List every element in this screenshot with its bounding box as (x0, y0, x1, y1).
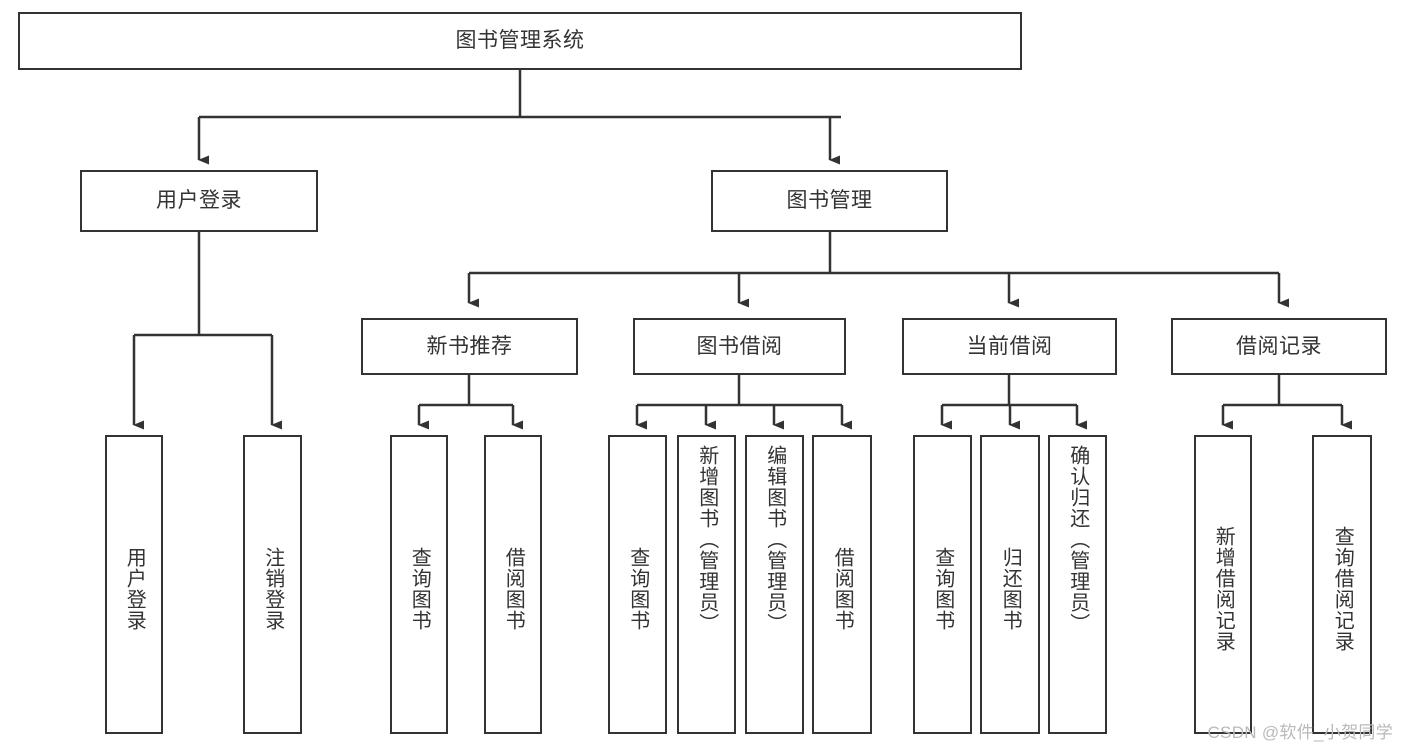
node-new-book-recommend-label: 新书推荐 (426, 334, 513, 358)
node-leaf-borrow-book-2-label: 借阅图书 (831, 546, 854, 631)
node-leaf-query-book-3[interactable]: 查询图书 (913, 435, 972, 734)
node-leaf-add-record-label: 新增借阅记录 (1212, 525, 1235, 652)
node-leaf-borrow-book-1-label: 借阅图书 (502, 546, 525, 631)
node-root-label: 图书管理系统 (455, 29, 585, 53)
node-leaf-query-book-1-label: 查询图书 (408, 546, 431, 631)
node-leaf-query-book-1[interactable]: 查询图书 (390, 435, 448, 734)
node-leaf-query-book-2-label: 查询图书 (626, 546, 649, 631)
node-leaf-add-book-label: 新增图书（管理员） (695, 445, 718, 634)
node-leaf-query-book-3-label: 查询图书 (931, 546, 954, 631)
node-book-borrow-label: 图书借阅 (696, 334, 783, 358)
node-leaf-query-book-2[interactable]: 查询图书 (608, 435, 667, 734)
node-leaf-query-record-label: 查询借阅记录 (1331, 525, 1354, 652)
node-borrow-record-label: 借阅记录 (1236, 334, 1322, 358)
node-leaf-return-book-label: 归还图书 (999, 546, 1022, 631)
node-book-manage[interactable]: 图书管理 (711, 170, 948, 232)
node-leaf-user-logout-label: 注销登录 (261, 546, 284, 631)
node-leaf-edit-book[interactable]: 编辑图书（管理员） (745, 435, 804, 734)
node-current-borrow[interactable]: 当前借阅 (902, 318, 1117, 375)
node-leaf-user-login-label: 用户登录 (123, 546, 146, 631)
node-book-manage-label: 图书管理 (786, 189, 873, 213)
node-leaf-confirm-return-label: 确认归还（管理员） (1066, 445, 1089, 634)
watermark-text: CSDN @软件_小贺同学 (1207, 723, 1393, 742)
node-leaf-return-book[interactable]: 归还图书 (980, 435, 1040, 734)
node-leaf-confirm-return[interactable]: 确认归还（管理员） (1048, 435, 1107, 734)
node-root[interactable]: 图书管理系统 (18, 12, 1022, 70)
node-borrow-record[interactable]: 借阅记录 (1171, 318, 1387, 375)
node-leaf-user-login[interactable]: 用户登录 (105, 435, 163, 734)
node-leaf-edit-book-label: 编辑图书（管理员） (763, 445, 786, 634)
node-leaf-add-record[interactable]: 新增借阅记录 (1194, 435, 1252, 734)
node-leaf-borrow-book-1[interactable]: 借阅图书 (484, 435, 542, 734)
node-leaf-borrow-book-2[interactable]: 借阅图书 (812, 435, 872, 734)
node-leaf-user-logout[interactable]: 注销登录 (243, 435, 302, 734)
node-leaf-add-book[interactable]: 新增图书（管理员） (677, 435, 736, 734)
node-new-book-recommend[interactable]: 新书推荐 (361, 318, 578, 375)
node-user-login-label: 用户登录 (156, 189, 242, 213)
node-book-borrow[interactable]: 图书借阅 (633, 318, 846, 375)
node-leaf-query-record[interactable]: 查询借阅记录 (1312, 435, 1372, 734)
node-user-login[interactable]: 用户登录 (80, 170, 318, 232)
node-current-borrow-label: 当前借阅 (966, 334, 1053, 358)
